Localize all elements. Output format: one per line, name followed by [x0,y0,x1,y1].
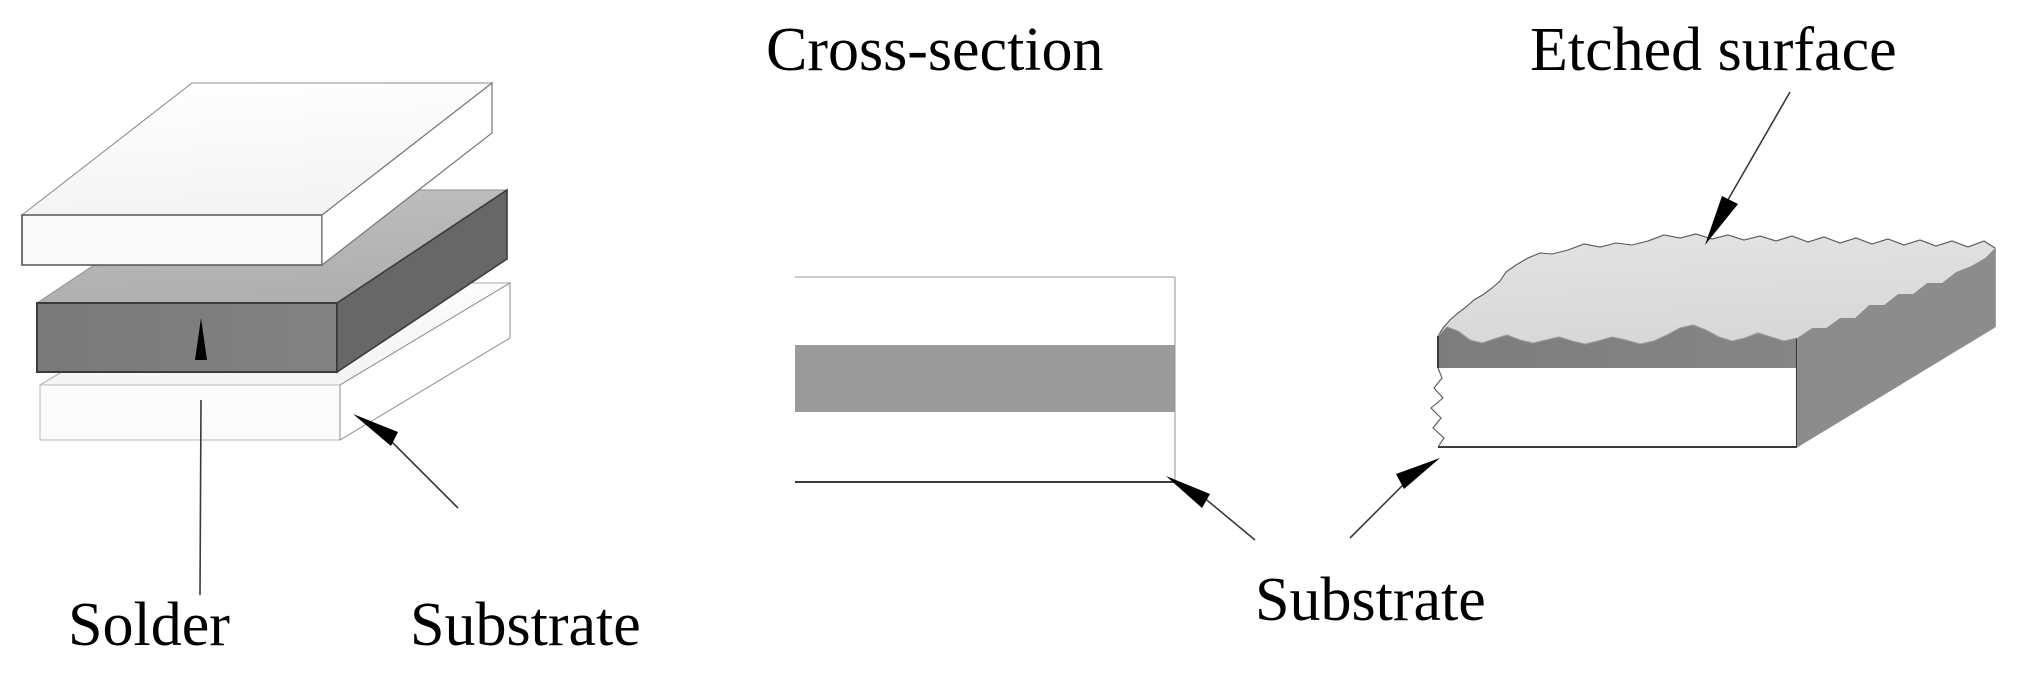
solder-label: Solder [68,591,230,659]
etched-base-torn-edge [1430,367,1445,448]
right-substrate-leader-line [1349,477,1411,539]
solder-side-face [336,188,508,374]
center-substrate-label: Substrate [1255,566,1486,634]
middle-cross-section-panel: Cross-section [766,16,1256,541]
cross-section-upper-band [795,277,1175,345]
cross-section-lower-band [795,412,1175,482]
bottom-substrate-side-face [339,282,511,441]
etched-rough-band [1436,248,1995,447]
right-substrate-arrow-head [1396,458,1440,489]
top-substrate-slab [20,81,494,267]
etched-top-face [1438,234,1995,344]
right-substrate-leader [1349,458,1440,539]
etched-top-surface [1437,233,1996,345]
right-etched-block-panel: Etched surface [1349,16,1996,539]
etched-top-jagged-outline [1437,233,1996,337]
etched-rough-front-face [1438,325,1797,368]
bottom-substrate-front-face [39,384,341,441]
cross-section-substrate-leader [1166,476,1256,541]
cross-section-arrow-head [1166,476,1210,508]
etched-surface-leader [1705,91,1791,245]
left-exploded-assembly: Solder Substrate [20,81,641,659]
etched-surface-label: Etched surface [1530,16,1897,84]
solder-arrow-head [195,318,207,360]
left-substrate-leader [353,414,459,509]
etched-surface-arrow-head [1705,196,1738,245]
left-substrate-arrow-head [353,414,398,446]
top-substrate-side-face [321,81,493,267]
etched-surface-leader-line [1724,91,1791,206]
cross-section-stack [795,276,1176,484]
solder-leader [195,318,207,596]
left-substrate-label: Substrate [410,591,641,659]
cross-section-title: Cross-section [766,16,1104,84]
top-substrate-front-face [21,214,323,266]
etched-top-band-boundary [1437,324,1798,345]
cross-section-solder-band [795,345,1175,412]
solder-leader-line [199,399,202,596]
etched-rough-side-face [1797,248,1995,447]
left-substrate-leader-line [381,431,459,509]
etched-base-front-face [1431,368,1797,447]
solder-front-face [36,302,338,373]
